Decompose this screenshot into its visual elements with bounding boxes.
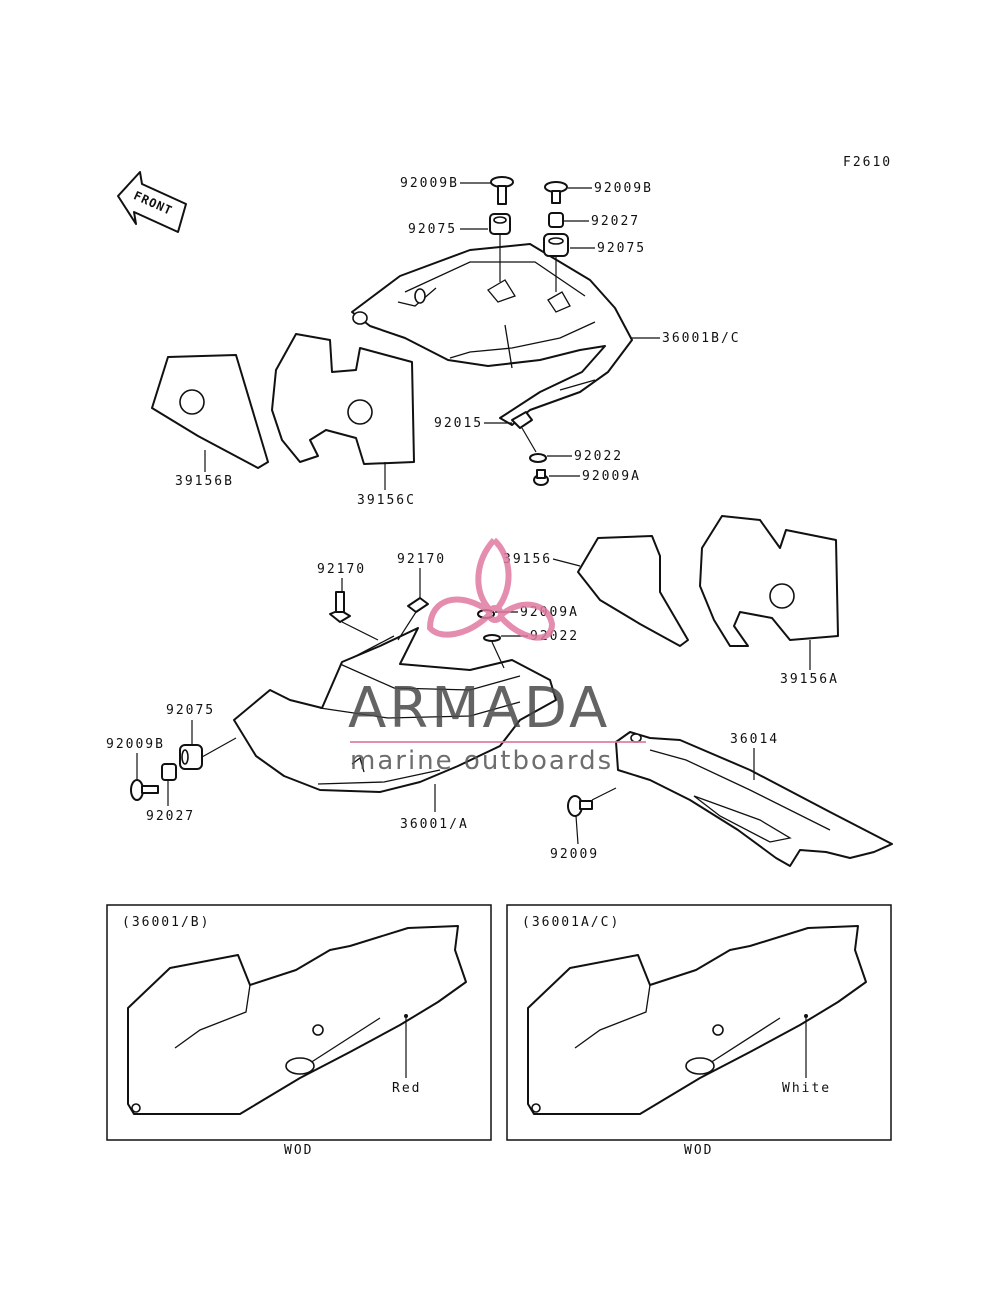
pad-39156B xyxy=(151,354,269,469)
grommet-92075-top-right xyxy=(543,233,569,257)
pad-39156C xyxy=(271,333,415,465)
seat-cowl-upper xyxy=(351,243,633,426)
pad-39156 xyxy=(577,535,689,647)
label-92027-left: 92027 xyxy=(146,809,195,824)
armada-watermark: ARMADA marine outboards xyxy=(348,537,646,776)
inset-right-color: White xyxy=(782,1081,831,1096)
label-92075-top-left: 92075 xyxy=(408,222,457,237)
watermark-tagline: marine outboards xyxy=(350,746,613,776)
inset-right-caption: WOD xyxy=(684,1143,713,1158)
label-39156C: 39156C xyxy=(357,493,416,508)
seat-cowl-lower xyxy=(233,627,557,793)
inset-left-color: Red xyxy=(392,1081,421,1096)
inset-left-caption: WOD xyxy=(284,1143,313,1158)
bolt-92009A-top xyxy=(533,469,549,486)
inset-left-title: (36001/B) xyxy=(122,915,210,930)
label-92009B-left: 92009B xyxy=(106,737,165,752)
bolt-92009B-top-right xyxy=(544,181,568,204)
inset-left: (36001/B) Red xyxy=(106,904,492,1141)
nut-92015 xyxy=(511,411,533,429)
label-92009B-top-right: 92009B xyxy=(594,181,653,196)
label-92075-top-right: 92075 xyxy=(597,241,646,256)
label-92022-top: 92022 xyxy=(574,449,623,464)
label-92009A-top: 92009A xyxy=(582,469,641,484)
label-92027-top: 92027 xyxy=(591,214,640,229)
label-92075-left: 92075 xyxy=(166,703,215,718)
label-36001BC: 36001B/C xyxy=(662,331,741,346)
washer-92022-top xyxy=(529,453,547,463)
bolt-92009B-left xyxy=(130,779,159,801)
label-39156B: 39156B xyxy=(175,474,234,489)
pad-39156A xyxy=(699,515,839,647)
collar-92027-left xyxy=(161,763,177,781)
bolt-92009B-top-left xyxy=(490,176,514,205)
grommet-92075-top-left xyxy=(489,213,511,235)
watermark-brand: ARMADA xyxy=(348,676,610,741)
inset-right-title: (36001A/C) xyxy=(522,915,620,930)
label-92015: 92015 xyxy=(434,416,483,431)
front-arrow-icon: FRONT xyxy=(117,171,187,233)
figure-code: F2610 xyxy=(843,155,892,170)
inset-right: (36001A/C) White xyxy=(506,904,892,1141)
label-92009B-top-left: 92009B xyxy=(400,176,459,191)
washer-92022-mid xyxy=(483,634,501,642)
label-92170-left: 92170 xyxy=(317,562,366,577)
bolt-92009 xyxy=(567,795,593,817)
label-92170-right: 92170 xyxy=(397,552,446,567)
clip-92170-left xyxy=(329,591,351,623)
propeller-logo-icon xyxy=(426,537,556,641)
label-92009: 92009 xyxy=(550,847,599,862)
clip-92170-right xyxy=(407,597,429,613)
side-cover-36014 xyxy=(615,731,893,867)
label-39156A: 39156A xyxy=(780,672,839,687)
label-39156: 39156 xyxy=(503,552,552,567)
label-36014: 36014 xyxy=(730,732,779,747)
collar-92027-top xyxy=(548,212,564,228)
label-36001A: 36001/A xyxy=(400,817,469,832)
grommet-92075-left xyxy=(179,744,203,770)
